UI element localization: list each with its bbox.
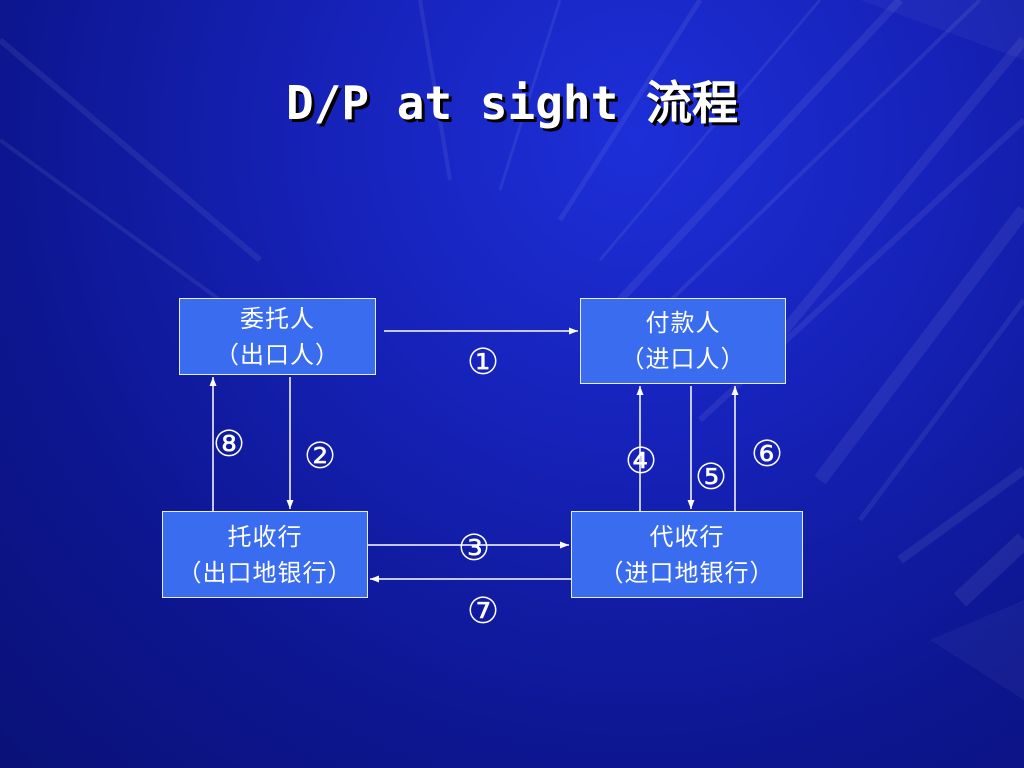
- step-5-label: ⑤: [694, 457, 728, 498]
- remitting-bank-label: 托收行: [227, 522, 303, 551]
- collecting-bank-sublabel: （进口地银行）: [599, 558, 775, 587]
- step-1-label: ①: [466, 342, 500, 383]
- drawee-label: 付款人: [645, 309, 721, 337]
- remitting-bank-box: 托收行 （出口地银行）: [162, 511, 368, 598]
- principal-box: 委托人 （出口人）: [179, 298, 376, 375]
- step-8-label: ⑧: [212, 424, 246, 465]
- slide-title: D/P at sight 流程: [285, 76, 739, 130]
- remitting-bank-sublabel: （出口地银行）: [177, 558, 353, 587]
- principal-sublabel: （出口人）: [215, 340, 340, 369]
- step-2-label: ②: [303, 436, 337, 477]
- step-6-label: ⑥: [750, 434, 784, 475]
- step-4-label: ④: [624, 441, 658, 482]
- collecting-bank-label: 代收行: [649, 522, 725, 551]
- principal-label: 委托人: [240, 304, 315, 333]
- drawee-sublabel: （进口人）: [620, 345, 746, 373]
- collecting-bank-box: 代收行 （进口地银行）: [571, 511, 803, 598]
- drawee-box: 付款人 （进口人）: [580, 298, 786, 384]
- step-7-label: ⑦: [466, 591, 500, 632]
- step-3-label: ③: [457, 528, 491, 569]
